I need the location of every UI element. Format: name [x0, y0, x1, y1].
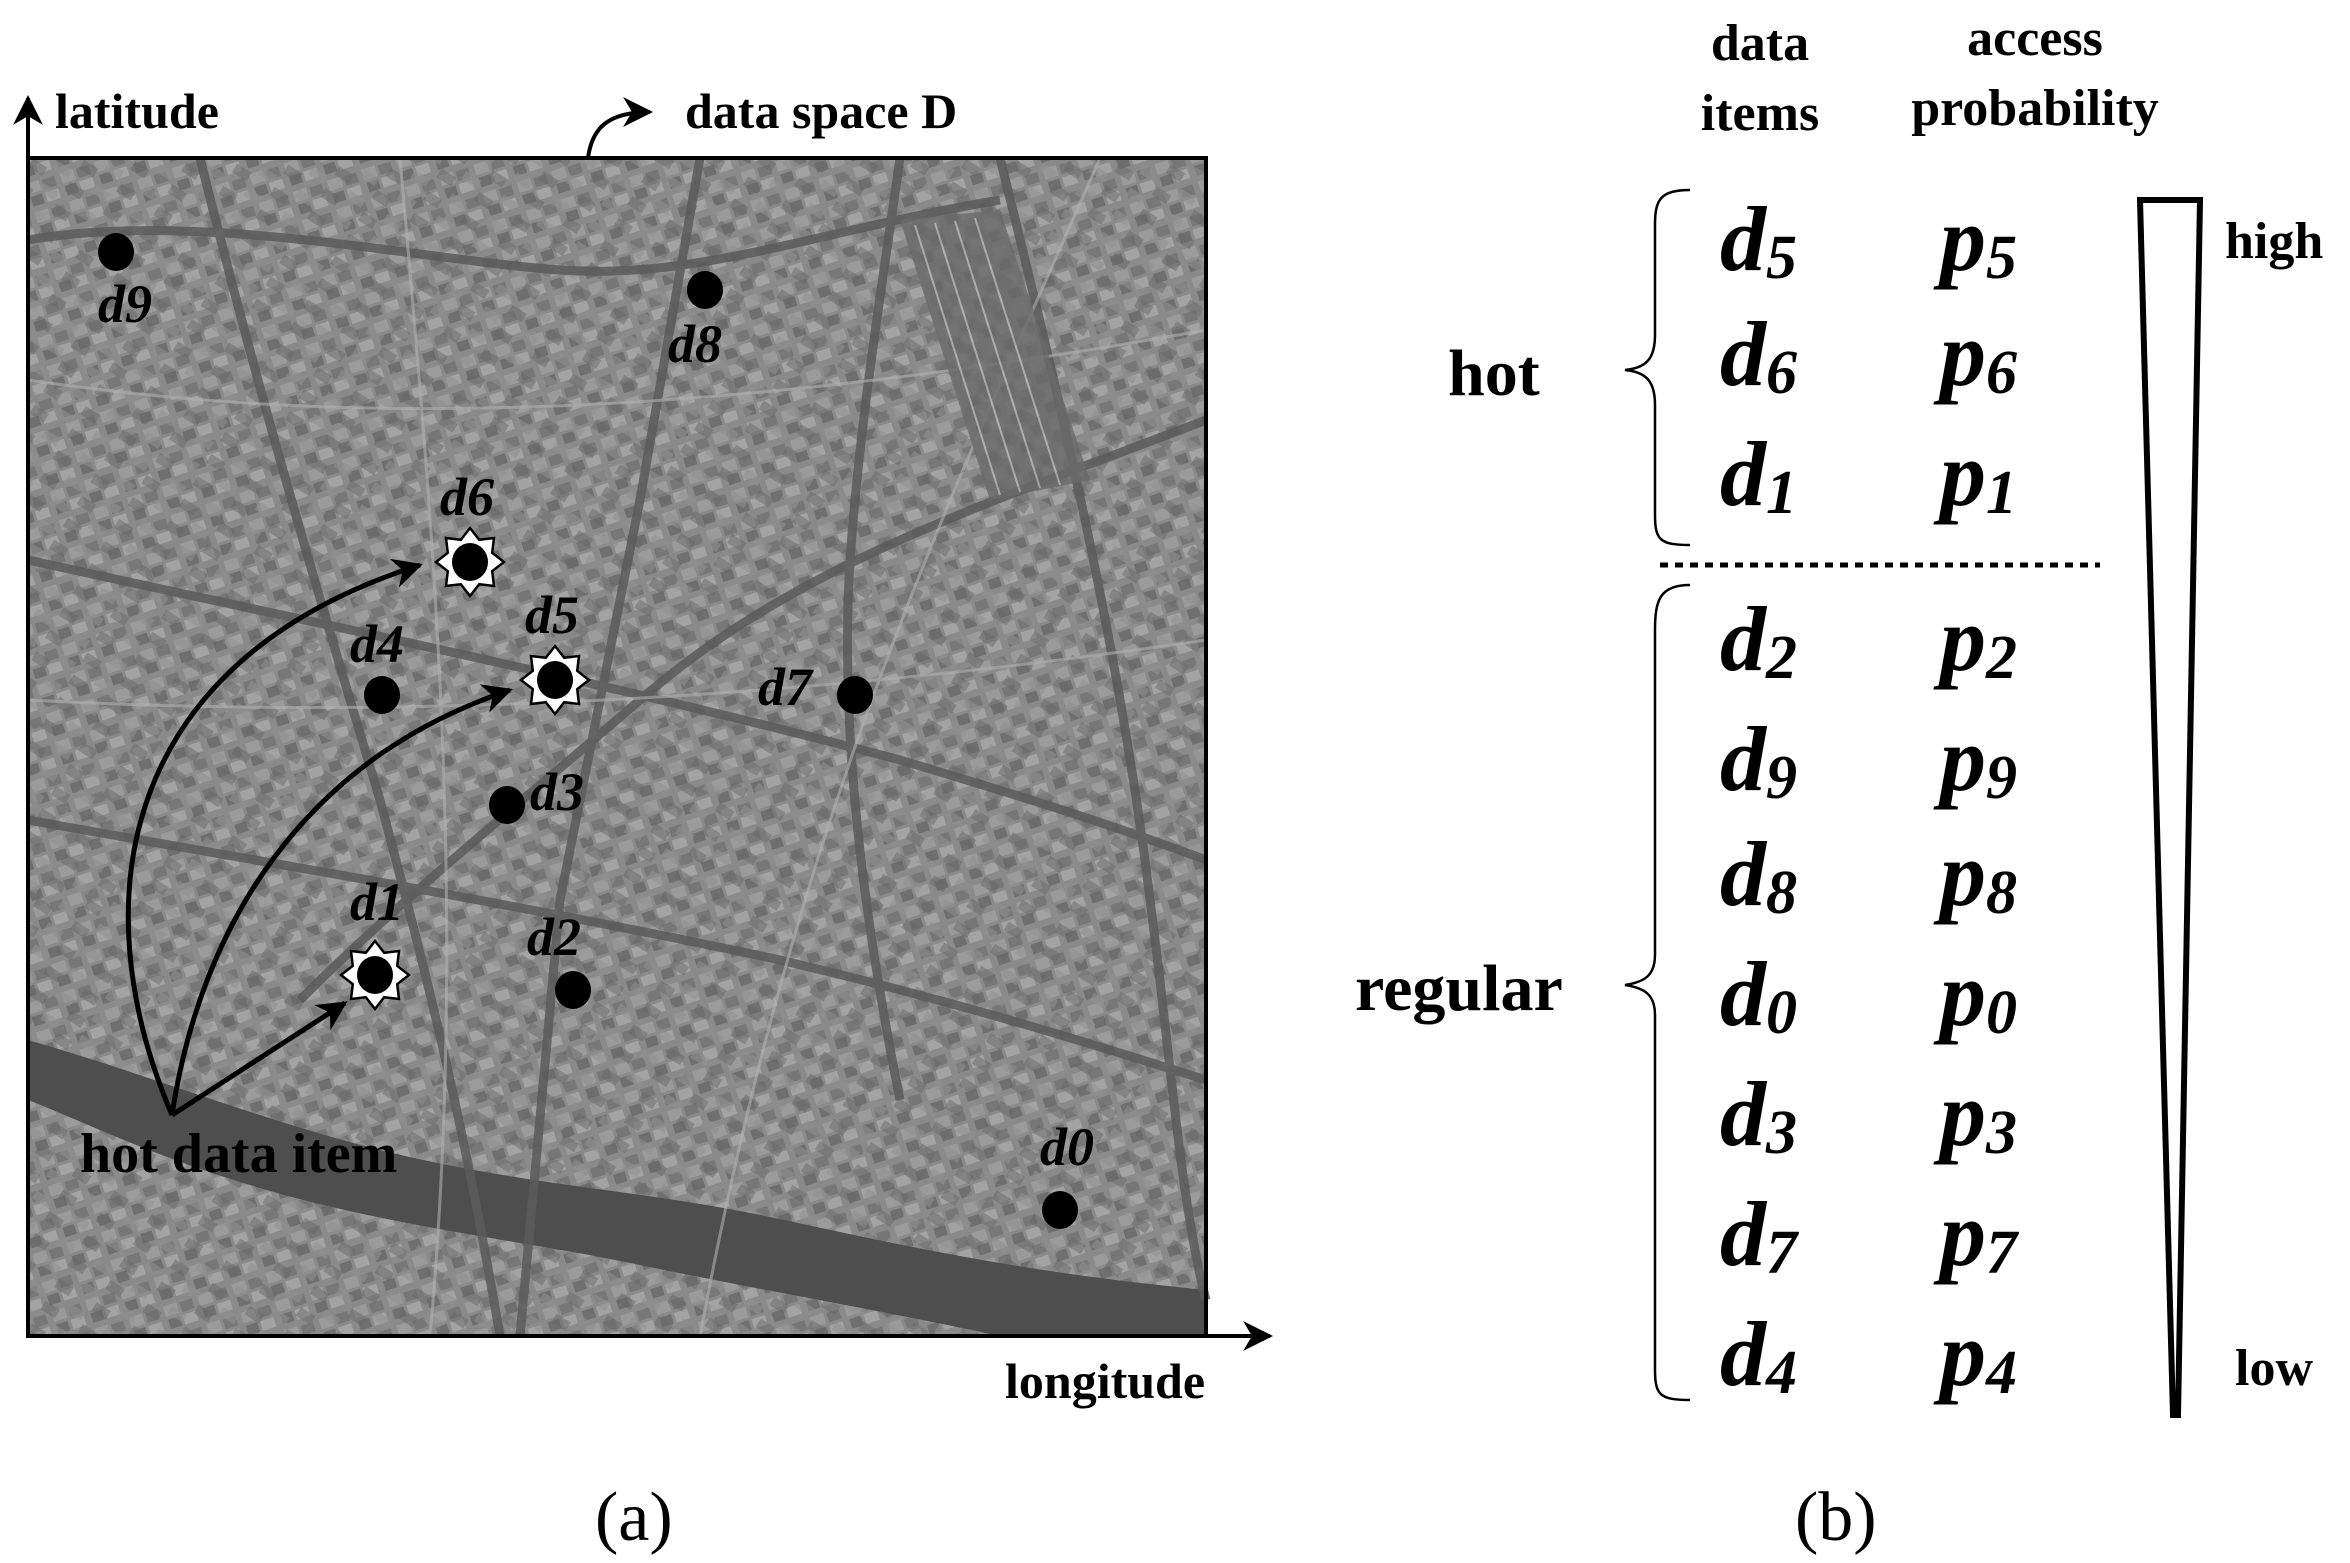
row-probability: p8 [1933, 823, 2017, 927]
row-probability: p3 [1933, 1063, 2017, 1167]
group-regular-label: regular [1355, 952, 1563, 1025]
row-item: d2 [1720, 588, 1797, 692]
group-hot-label: hot [1448, 337, 1540, 410]
rank-row: d8 p8 [1720, 823, 2017, 927]
rank-row: d5 p5 [1720, 188, 2017, 292]
rank-row: d3 p3 [1720, 1063, 2017, 1167]
data-item-d5: d5 [518, 585, 592, 717]
regular-brace [1624, 583, 1691, 1402]
rank-row: d6 p6 [1720, 303, 2017, 407]
data-item-d0: d0 [1040, 1117, 1094, 1229]
item-dot-d5 [537, 661, 573, 699]
data-item-d8: d8 [668, 271, 723, 374]
rank-row: d9 p9 [1720, 708, 2017, 812]
data-item-d2: d2 [527, 907, 591, 1009]
caption-b: (b) [1795, 1479, 1877, 1556]
item-dot-d1 [357, 956, 393, 994]
item-label-d5: d5 [525, 585, 579, 645]
row-probability: p0 [1933, 943, 2017, 1047]
item-label-d9: d9 [98, 274, 152, 334]
high-label: high [2225, 213, 2323, 270]
item-dot-d9 [98, 233, 134, 271]
item-label-d6: d6 [440, 467, 494, 527]
hot-arrow-d6 [125, 558, 423, 1116]
ranking-rows: d5 p5 d6 p6 d1 p1 d2 p2 d9 p9 d8 p8 d0 p0 d3 p3 d7 p7 d4 p4 [1720, 188, 2020, 1407]
item-label-d4: d4 [350, 614, 404, 674]
data-item-d1: d1 [338, 872, 412, 1012]
data-items: d9 d8 d6 d5 d4 d7 d3 d1 d2 d0 [98, 233, 1094, 1229]
probability-wedge [2136, 197, 2204, 1418]
low-label: low [2235, 1340, 2313, 1397]
data-item-d4: d4 [350, 614, 404, 714]
row-item: d1 [1720, 423, 1797, 527]
row-item: d5 [1720, 188, 1797, 292]
header-prob-line2: probability [1911, 80, 2159, 137]
rail-yard [900, 210, 1090, 500]
item-dot-d2 [555, 971, 591, 1009]
row-probability: p6 [1933, 303, 2017, 407]
item-label-d2: d2 [527, 907, 581, 967]
longitude-label: longitude [1005, 1353, 1205, 1409]
rank-row: d2 p2 [1720, 588, 2017, 692]
row-probability: p2 [1933, 588, 2017, 692]
latitude-label: latitude [55, 83, 219, 139]
map-image [26, 156, 1211, 1338]
row-item: d0 [1720, 943, 1797, 1047]
row-probability: p9 [1933, 708, 2017, 812]
data-item-d9: d9 [98, 233, 152, 334]
hot-arrow-d5 [169, 684, 513, 1116]
header-prob-line1: access [1967, 10, 2103, 67]
panel-b: data items access probability hot regula… [1355, 10, 2323, 1556]
row-probability: p5 [1933, 188, 2017, 292]
item-label-d0: d0 [1040, 1117, 1094, 1177]
item-dot-d7 [837, 676, 873, 714]
item-dot-d4 [364, 676, 400, 714]
item-label-d7: d7 [758, 657, 814, 717]
row-item: d3 [1720, 1063, 1797, 1167]
item-label-d8: d8 [668, 314, 722, 374]
data-space-label: data space D [685, 83, 957, 139]
item-label-d1: d1 [350, 872, 404, 932]
row-item: d4 [1720, 1303, 1797, 1407]
item-label-d3: d3 [530, 762, 584, 822]
row-item: d7 [1720, 1183, 1800, 1287]
row-probability: p7 [1933, 1183, 2020, 1287]
item-dot-d8 [687, 271, 723, 309]
row-probability: p4 [1933, 1303, 2017, 1407]
rank-row: d1 p1 [1720, 423, 2017, 527]
caption-a: (a) [595, 1479, 673, 1556]
hot-arrow-d1 [170, 1000, 348, 1118]
data-item-d3: d3 [489, 762, 584, 824]
item-dot-d0 [1042, 1191, 1078, 1229]
data-space-pointer [586, 97, 653, 159]
hot-brace [1624, 188, 1691, 547]
hot-item-arrows [125, 558, 513, 1118]
row-item: d8 [1720, 823, 1797, 927]
row-item: d6 [1720, 303, 1797, 407]
data-item-d6: d6 [433, 467, 507, 599]
row-probability: p1 [1933, 423, 2017, 527]
header-items-line2: items [1701, 85, 1819, 142]
hot-data-item-label: hot data item [80, 1123, 397, 1185]
row-item: d9 [1720, 708, 1797, 812]
data-item-d7: d7 [758, 657, 873, 717]
rank-row: d4 p4 [1720, 1303, 2017, 1407]
rank-row: d0 p0 [1720, 943, 2017, 1047]
header-items-line1: data [1711, 15, 1809, 72]
item-dot-d3 [489, 786, 525, 824]
item-dot-d6 [452, 543, 488, 581]
panel-a: latitude longitude data space D d9 d8 d6 d5… [12, 83, 1273, 1556]
rank-row: d7 p7 [1720, 1183, 2020, 1287]
